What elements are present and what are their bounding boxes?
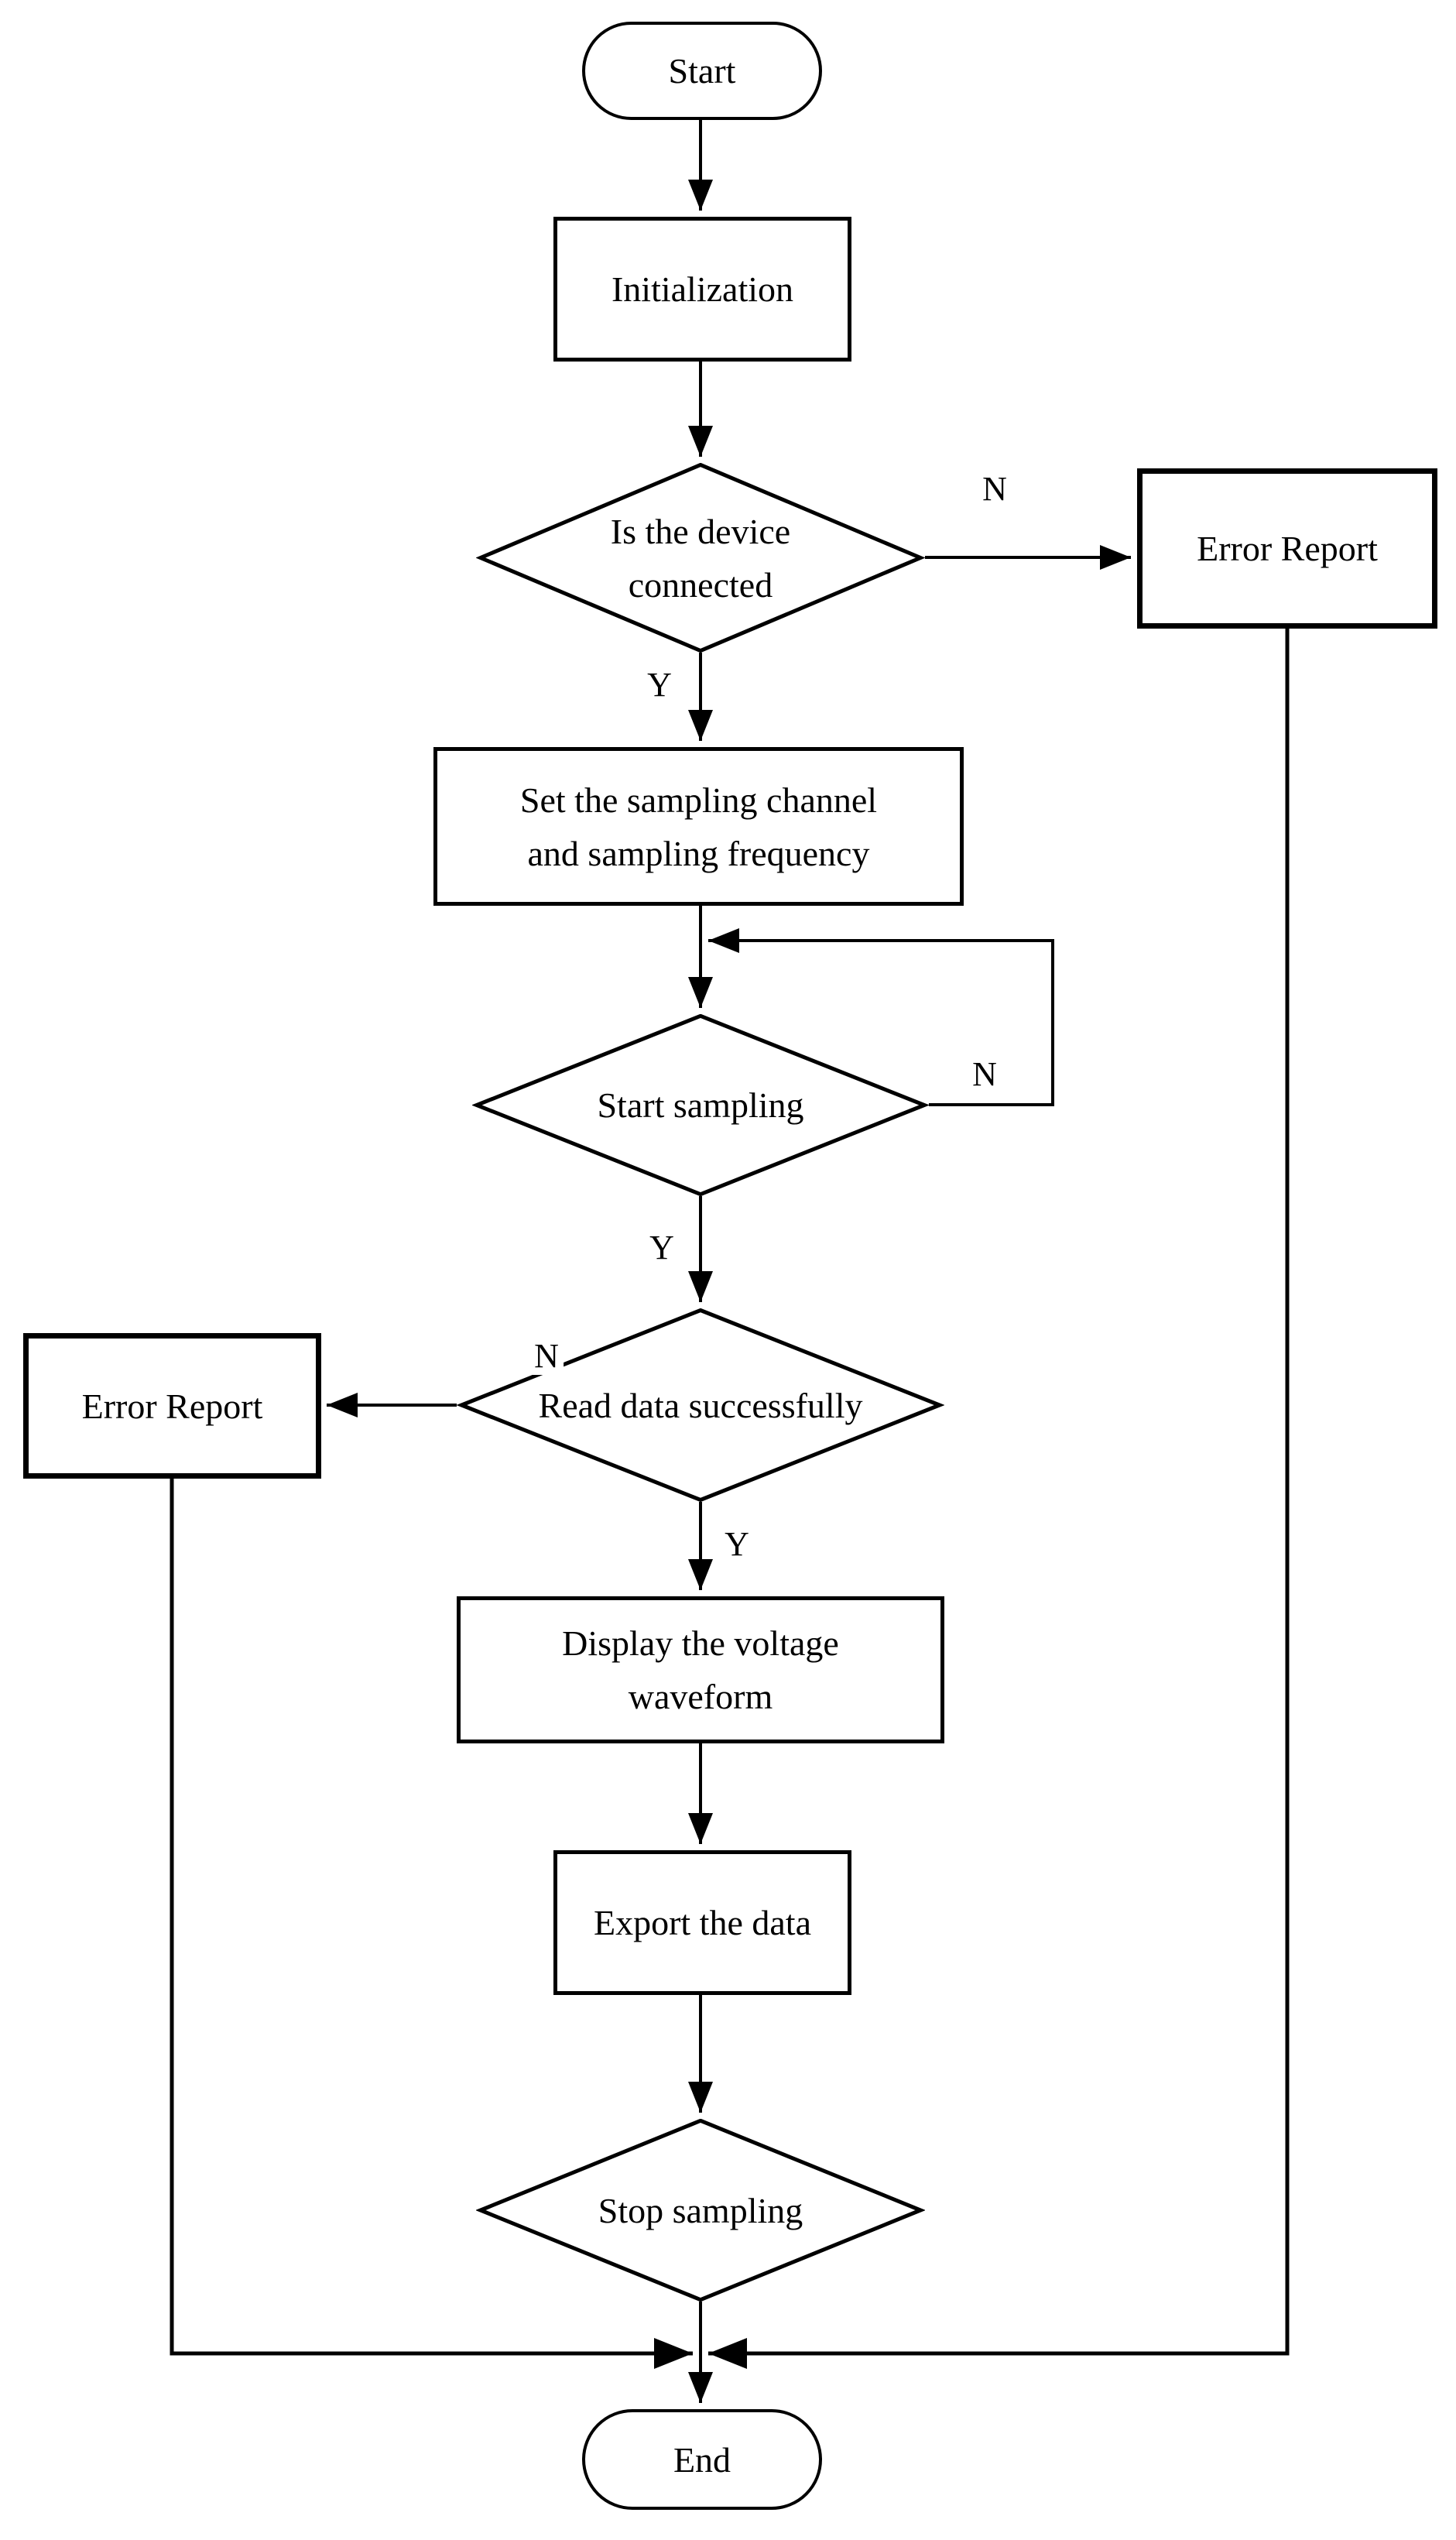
label-d3-yes: Y	[720, 1526, 754, 1563]
node-set-sampling: Set the sampling channel and sampling fr…	[433, 747, 964, 906]
node-end-label: End	[673, 2439, 731, 2480]
node-start-sampling: Start sampling	[472, 1014, 929, 1196]
node-end: End	[582, 2409, 822, 2510]
label-d2-no: N	[968, 1056, 1002, 1093]
node-error-report-right: Error Report	[1137, 468, 1437, 629]
node-export-data: Export the data	[553, 1850, 851, 1995]
node-set-sampling-label: Set the sampling channel and sampling fr…	[519, 780, 878, 873]
node-display-waveform: Display the voltage waveform	[457, 1596, 944, 1743]
node-is-device-connected-label: Is the device connected	[610, 511, 791, 605]
node-start-sampling-label: Start sampling	[597, 1085, 804, 1125]
node-error-report-left: Error Report	[23, 1333, 321, 1479]
node-start: Start	[582, 22, 822, 120]
edge-error-right-junction	[708, 629, 1290, 2369]
edge-error-left-junction	[170, 1479, 693, 2369]
node-read-data-label: Read data successfully	[538, 1385, 863, 1425]
label-d1-yes: Y	[642, 667, 677, 704]
node-display-waveform-label: Display the voltage waveform	[562, 1623, 839, 1716]
node-stop-sampling-label: Stop sampling	[598, 2190, 803, 2230]
diamond-shape	[476, 2119, 925, 2302]
node-start-label: Start	[668, 51, 736, 91]
diamond-shape	[472, 1014, 929, 1196]
edge-d2-loop-back	[708, 928, 1054, 1106]
label-d3-no: N	[529, 1338, 564, 1375]
node-is-device-connected: Is the device connected	[476, 463, 925, 653]
node-stop-sampling: Stop sampling	[476, 2119, 925, 2302]
node-export-data-label: Export the data	[593, 1903, 811, 1942]
node-initialization-label: Initialization	[611, 269, 794, 309]
node-error-report-left-label: Error Report	[81, 1386, 263, 1426]
label-d2-yes: Y	[645, 1229, 679, 1267]
label-d1-no: N	[978, 471, 1012, 508]
node-error-report-right-label: Error Report	[1197, 529, 1378, 568]
node-initialization: Initialization	[553, 217, 851, 362]
diamond-shape	[476, 463, 925, 653]
